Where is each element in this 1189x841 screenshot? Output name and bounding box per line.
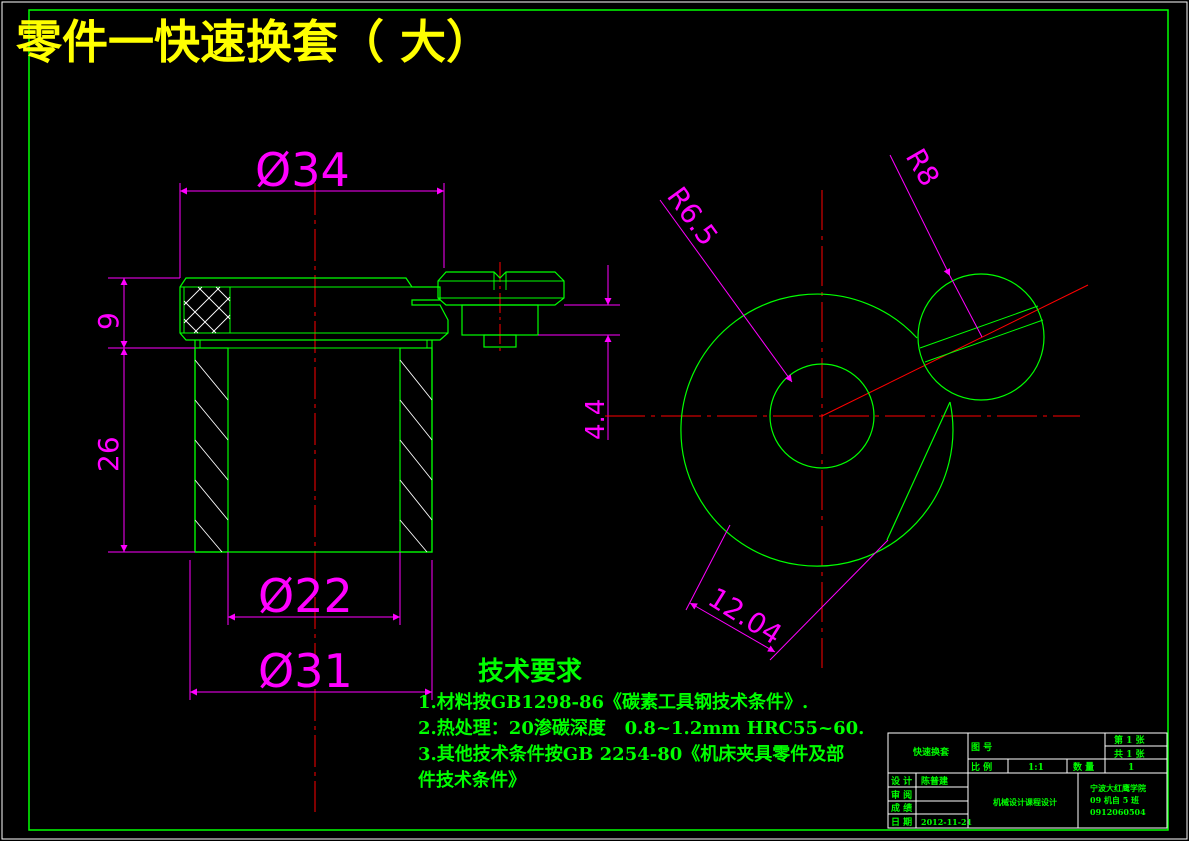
dim-diameter-34: Ø34 [179, 143, 445, 278]
screw-head-outline [437, 271, 565, 306]
tb-part-name: 快速换套 [913, 746, 950, 758]
tb-drawing-no-label: 图 号 [971, 742, 992, 753]
dim-label-22: Ø22 [258, 569, 353, 623]
leader-r6-5 [659, 199, 793, 383]
outer-contour [680, 293, 954, 567]
tb-scale-value: 1:1 [1028, 763, 1044, 773]
flange-outline [179, 277, 449, 341]
tb-class: 09 机自 5 班 [1090, 795, 1139, 805]
right-wall-section [399, 347, 433, 553]
title-block [887, 732, 1168, 829]
tech-req-item-2: 2.热处理：20渗碳深度 0.8~1.2mm HRC55~60. [418, 717, 864, 739]
leader-r8 [889, 154, 951, 277]
dim-height-4-4: 4.4 [538, 265, 620, 440]
dim-label-31: Ø31 [258, 644, 353, 698]
tb-date-label: 日 期 [891, 816, 912, 828]
dim-label-r6-5: R6.5 [660, 181, 724, 252]
dim-height-9: 9 [92, 277, 195, 349]
front-view: Ø34 9 26 4.4 Ø22 [92, 143, 620, 812]
tech-req-item-3: 3.其他技术条件按GB 2254-80《机床夹具零件及部 [418, 743, 844, 765]
left-wall-section [194, 347, 229, 553]
tb-total-label: 共 1 张 [1114, 748, 1146, 760]
tb-scale-label: 比 例 [971, 761, 992, 773]
title-block-text: 快速换套 图 号 第 1 张 共 1 张 比 例 1:1 数 量 1 设 计 陈… [891, 734, 1146, 828]
tb-quantity-label: 数 量 [1073, 761, 1094, 773]
dim-diameter-22: Ø22 [227, 552, 401, 625]
sleeve-body-outline [194, 340, 433, 553]
tb-designer: 陈普建 [921, 775, 949, 787]
top-view-diag-centerline [821, 284, 1089, 417]
dim-label-12-04: 12.04 [702, 581, 787, 651]
screw-tip [483, 334, 517, 348]
dim-label-r8: R8 [899, 143, 946, 192]
top-view: R6.5 R8 12.04 [605, 143, 1089, 668]
tb-course-name: 机械设计课程设计 [993, 797, 1057, 807]
bore-circle [769, 363, 875, 469]
tech-req-item-4: 件技术条件》 [418, 769, 526, 791]
dim-label-4-4: 4.4 [581, 399, 611, 440]
dim-label-26: 26 [92, 436, 125, 472]
tb-school: 宁波大红鹰学院 [1090, 783, 1146, 793]
dim-label-34: Ø34 [255, 143, 350, 197]
tb-date-value: 2012-11-21 [921, 817, 972, 827]
tech-req-item-1: 1.材料按GB1298-86《碳素工具钢技术条件》. [418, 691, 808, 713]
tb-sheet-label: 第 1 张 [1114, 734, 1146, 746]
tb-quantity-value: 1 [1128, 763, 1134, 773]
dim-diameter-31: Ø31 [189, 560, 433, 700]
cross-hatch-section [183, 286, 231, 334]
tb-student-id: 0912060504 [1090, 807, 1146, 817]
dim-slot-width-line [689, 602, 776, 653]
inner-drawing-frame [28, 9, 1169, 831]
slot-line-upper [919, 305, 1039, 349]
slot-line-lower [924, 319, 1044, 363]
dim-height-26: 26 [92, 348, 195, 553]
drawing-title: 零件一快速换套（ 大） [16, 15, 492, 69]
tb-review-label: 审 阅 [891, 789, 912, 801]
screw-clearance-circle [917, 273, 1045, 401]
tb-design-label: 设 计 [891, 775, 912, 787]
tech-req-heading: 技术要求 [478, 657, 582, 687]
dim-label-9: 9 [92, 312, 125, 330]
tb-grade-label: 成 绩 [891, 802, 912, 814]
technical-requirements: 技术要求 1.材料按GB1298-86《碳素工具钢技术条件》. 2.热处理：20… [418, 657, 864, 791]
